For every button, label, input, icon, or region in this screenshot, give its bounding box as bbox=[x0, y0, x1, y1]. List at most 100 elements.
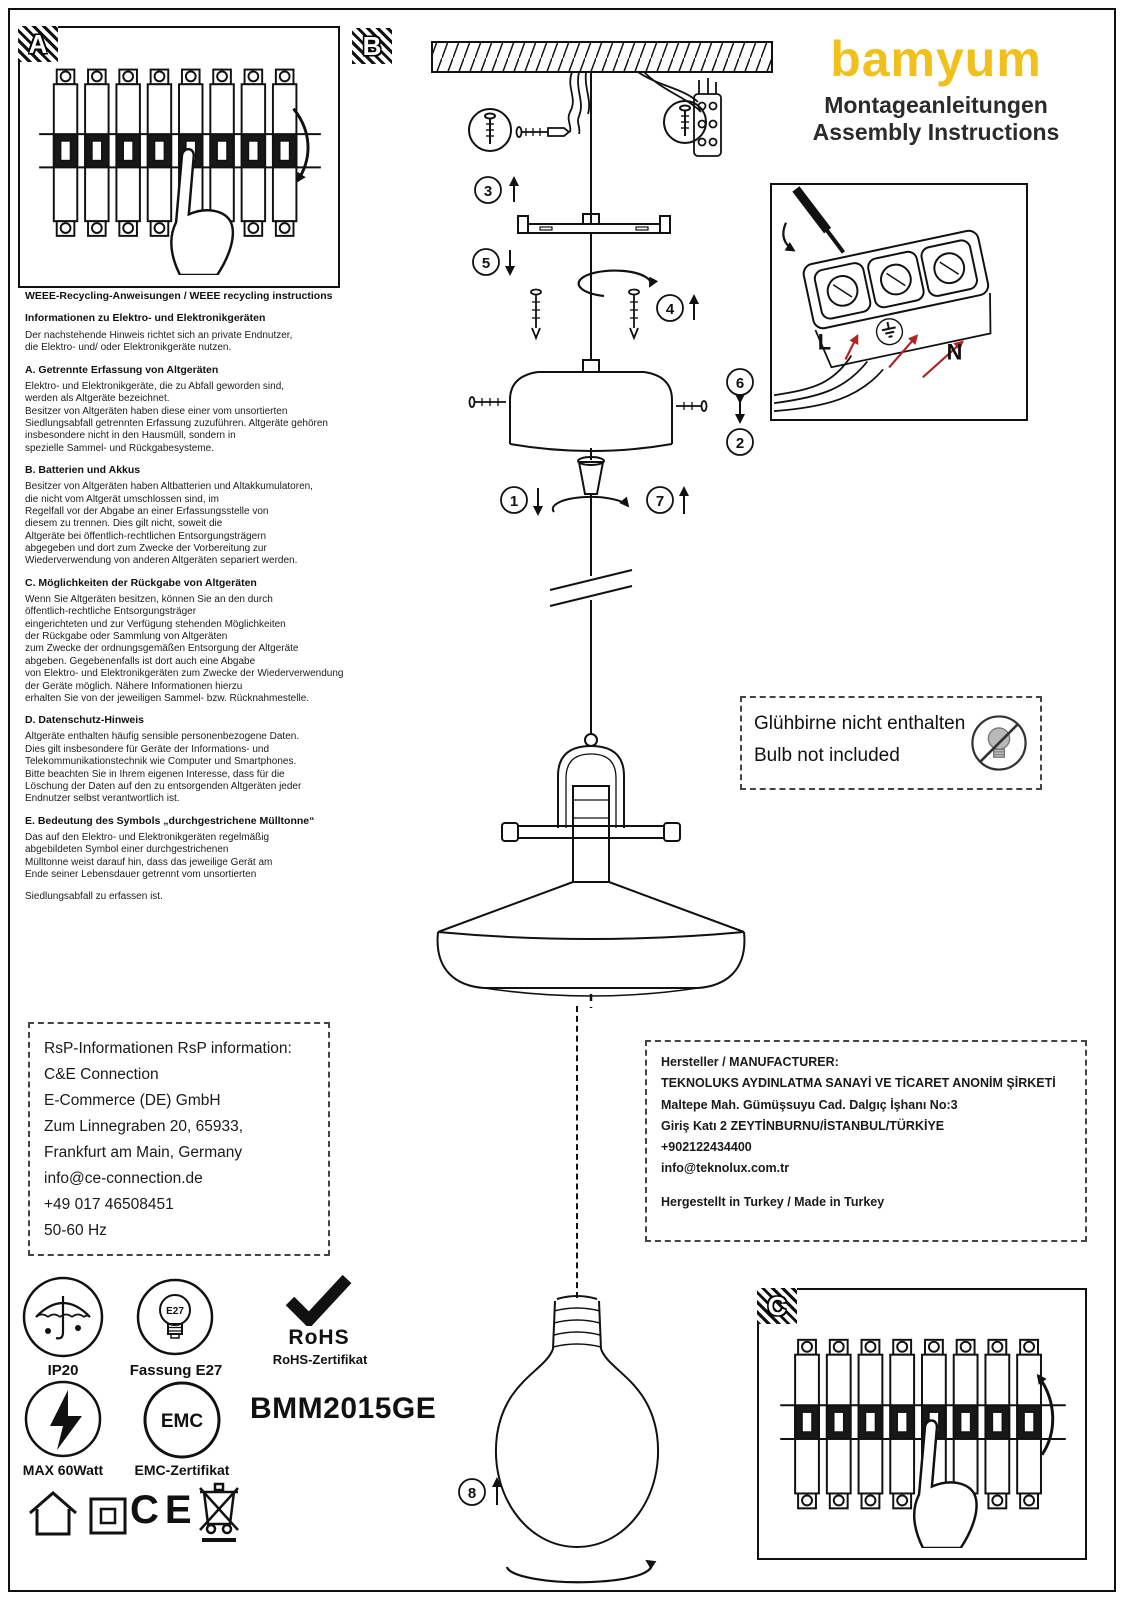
screw-callout-right bbox=[663, 100, 707, 144]
canopy bbox=[509, 233, 673, 452]
weee-intro: Der nachstehende Hinweis richtet sich an… bbox=[25, 330, 293, 354]
label-live: L bbox=[818, 330, 831, 355]
screw-callout-left bbox=[468, 108, 512, 152]
hang-line-dashed bbox=[576, 1006, 578, 1298]
panel-c bbox=[757, 1288, 1087, 1560]
brand-block: bamyum Montageanleitungen Assembly Instr… bbox=[790, 30, 1082, 146]
label-neutral: N bbox=[947, 340, 963, 365]
bulb-note-german: Glühbirne nicht enthalten bbox=[754, 713, 966, 734]
emc-text: EMC bbox=[161, 1411, 204, 1432]
step-1: 1 bbox=[500, 486, 543, 516]
screwdriver-icon bbox=[782, 186, 846, 254]
panel-b-letter: B bbox=[362, 31, 382, 61]
step-4-number: 4 bbox=[666, 301, 675, 318]
step-2-number: 2 bbox=[736, 435, 744, 452]
bulb-illustration: 8 bbox=[458, 1295, 660, 1584]
panel-a-letter: A bbox=[28, 29, 48, 59]
rotate-arrow-icon bbox=[577, 269, 659, 298]
weee-body-c: Wenn Sie Altgeräten besitzen, können Sie… bbox=[25, 593, 344, 704]
house-icon bbox=[29, 1491, 77, 1536]
rsp-line: info@ce-connection.de bbox=[44, 1170, 203, 1188]
lamp-shade bbox=[436, 881, 746, 997]
weee-text: WEEE-Recycling-Anweisungen / WEEE recycl… bbox=[25, 290, 399, 904]
wire-arrows bbox=[844, 333, 964, 379]
pendant-cord bbox=[549, 494, 633, 734]
step-2: 2 bbox=[726, 428, 754, 456]
step-8-number: 8 bbox=[468, 1485, 476, 1502]
rohs-label: RoHS bbox=[288, 1326, 350, 1349]
wiring-illustration: L N bbox=[773, 186, 992, 412]
weee-title: WEEE-Recycling-Anweisungen / WEEE recycl… bbox=[25, 290, 333, 302]
rsp-line: Zum Linnegraben 20, 65933, bbox=[44, 1118, 244, 1136]
weee-subtitle: Informationen zu Elektro- und Elektronik… bbox=[25, 312, 266, 324]
lamp-yoke bbox=[501, 733, 681, 883]
rsp-line: 50-60 Hz bbox=[44, 1222, 107, 1240]
ceiling bbox=[431, 41, 773, 73]
weee-heading-e: E. Bedeutung des Symbols „durchgestriche… bbox=[25, 814, 315, 827]
title-english: Assembly Instructions bbox=[812, 119, 1060, 145]
step-3: 3 bbox=[474, 176, 519, 204]
manufacturer-line: Maltepe Mah. Gümüşsuyu Cad. Dalgıç İşhan… bbox=[661, 1097, 958, 1112]
terminal-block bbox=[693, 78, 722, 157]
earth-symbol bbox=[875, 318, 904, 346]
arrow-up-icon bbox=[1036, 1373, 1055, 1456]
e27-socket-icon: E27 bbox=[136, 1278, 214, 1356]
class-2-icon bbox=[89, 1497, 127, 1535]
assembly-diagram: 3 5 4 bbox=[431, 41, 773, 1008]
rohs-cert-label: RoHS-Zertifikat bbox=[272, 1352, 368, 1367]
brand-logo: bamyum bbox=[830, 31, 1042, 87]
weee-bin-icon bbox=[199, 1482, 239, 1542]
e27-text: E27 bbox=[166, 1306, 184, 1317]
luster-terminal bbox=[802, 229, 992, 369]
panel-c-letter: C bbox=[767, 1291, 787, 1321]
bulb-note-english: Bulb not included bbox=[754, 745, 900, 767]
arrow-down-icon bbox=[292, 107, 310, 183]
bulb-not-included-note: Glühbirne nicht enthalten Bulb not inclu… bbox=[740, 696, 1042, 790]
step-7-number: 7 bbox=[656, 493, 664, 510]
model-number: BMM2015GE bbox=[250, 1392, 437, 1425]
rsp-line: Frankfurt am Main, Germany bbox=[44, 1144, 243, 1162]
mains-wires bbox=[567, 71, 702, 135]
cord-grip bbox=[551, 448, 630, 513]
manufacturer-line: info@teknolux.com.tr bbox=[661, 1161, 790, 1176]
rotate-arrow-icon bbox=[505, 1559, 657, 1584]
mounting-screws bbox=[530, 288, 640, 341]
rsp-line: +49 017 46508451 bbox=[44, 1196, 174, 1214]
wall-anchor bbox=[515, 126, 571, 138]
no-bulb-icon bbox=[971, 715, 1027, 771]
step-6: 6 bbox=[726, 368, 754, 396]
ce-mark: CE bbox=[130, 1488, 198, 1532]
supply-wires bbox=[773, 355, 884, 412]
ip20-label: IP20 bbox=[47, 1362, 79, 1379]
panel-a-label: A bbox=[18, 26, 58, 62]
rsp-info-box: RsP-Informationen RsP information: C&E C… bbox=[28, 1022, 330, 1256]
manufacturer-line: TEKNOLUKS AYDINLATMA SANAYİ VE TİCARET A… bbox=[661, 1076, 1056, 1091]
emc-cert-label: EMC-Zertifikat bbox=[134, 1462, 230, 1478]
weee-heading-a: A. Getrennte Erfassung von Altgeräten bbox=[25, 363, 219, 376]
wiring-detail-box: L N bbox=[770, 183, 1028, 421]
max-watt-icon bbox=[24, 1380, 102, 1458]
weee-heading-d: D. Datenschutz-Hinweis bbox=[25, 714, 145, 727]
step-3-number: 3 bbox=[484, 183, 492, 200]
step-4: 4 bbox=[656, 294, 699, 322]
panel-b-label: B bbox=[352, 28, 392, 64]
rsp-line: E-Commerce (DE) GmbH bbox=[44, 1092, 221, 1110]
step-8: 8 bbox=[458, 1477, 502, 1506]
weee-body-e: Das auf den Elektro- und Elektronikgerät… bbox=[25, 831, 273, 880]
step-7: 7 bbox=[646, 486, 689, 514]
panel-a bbox=[18, 26, 340, 288]
weee-heading-c: C. Möglichkeiten der Rückgabe von Altger… bbox=[25, 576, 257, 589]
socket-label: Fassung E27 bbox=[129, 1362, 223, 1379]
title-german: Montageanleitungen bbox=[824, 92, 1048, 118]
max-watt-label: MAX 60Watt bbox=[22, 1462, 104, 1478]
manufacturer-line: Hersteller / MANUFACTURER: bbox=[661, 1055, 839, 1069]
made-in-line: Hergestellt in Turkey / Made in Turkey bbox=[661, 1194, 885, 1209]
rsp-line: RsP-Informationen RsP information: bbox=[44, 1040, 292, 1057]
step-6-number: 6 bbox=[736, 375, 744, 392]
weee-heading-b: B. Batterien und Akkus bbox=[25, 464, 141, 477]
panel-c-label: C bbox=[757, 1288, 797, 1324]
step-1-number: 1 bbox=[510, 493, 518, 510]
step-5: 5 bbox=[472, 248, 515, 276]
mounting-bracket bbox=[517, 213, 671, 234]
weee-body-b: Besitzer von Altgeräten haben Altbatteri… bbox=[25, 481, 313, 567]
